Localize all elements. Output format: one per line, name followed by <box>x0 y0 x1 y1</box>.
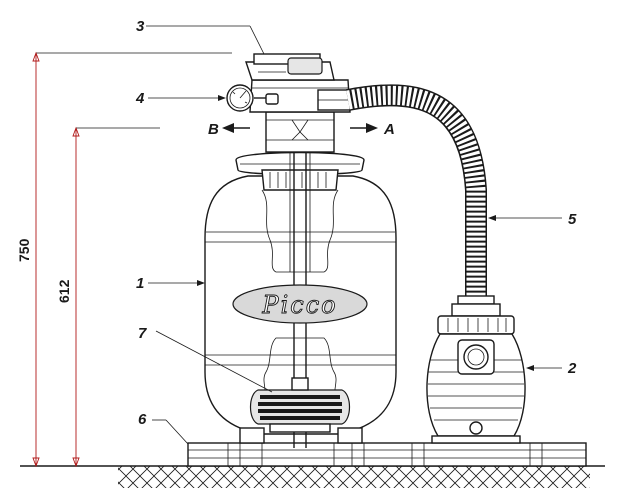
callout-5-label: 5 <box>568 211 577 228</box>
callout-6: 6 <box>138 411 189 445</box>
ground-hatching <box>118 466 590 488</box>
flow-label-a: A <box>383 121 395 138</box>
callout-7-label: 7 <box>138 325 147 342</box>
callout-3-label: 3 <box>136 18 145 35</box>
bottom-lateral <box>249 377 351 433</box>
callout-4: 4 <box>135 90 226 107</box>
callout-2-label: 2 <box>567 360 577 377</box>
pump <box>426 295 526 444</box>
callout-2: 2 <box>526 360 577 377</box>
total-height-dimension <box>32 51 232 468</box>
brand-oval <box>232 284 368 324</box>
brand-label: Picco <box>261 291 337 319</box>
flow-label-b: B <box>208 121 219 138</box>
callout-3: 3 <box>136 18 265 55</box>
multiport-valve <box>245 53 351 153</box>
port-height-dimension <box>72 126 160 468</box>
callout-1: 1 <box>136 275 205 292</box>
flow-arrow-left <box>222 123 250 133</box>
flow-arrow-right <box>350 123 378 133</box>
pump-lid-ribs <box>447 318 507 332</box>
pressure-gauge <box>226 84 279 112</box>
callout-4-label: 4 <box>135 90 145 107</box>
callout-7: 7 <box>138 325 273 393</box>
filter-tank: Picco <box>204 150 397 448</box>
callout-1-label: 1 <box>136 275 144 292</box>
flexible-hose <box>345 84 487 298</box>
port-height-label: 612 <box>56 279 72 303</box>
base-plate <box>187 442 587 467</box>
callout-5: 5 <box>488 211 577 228</box>
top-strainer-ribs <box>269 172 327 188</box>
total-height-label: 750 <box>16 238 32 262</box>
callout-6-label: 6 <box>138 411 147 428</box>
